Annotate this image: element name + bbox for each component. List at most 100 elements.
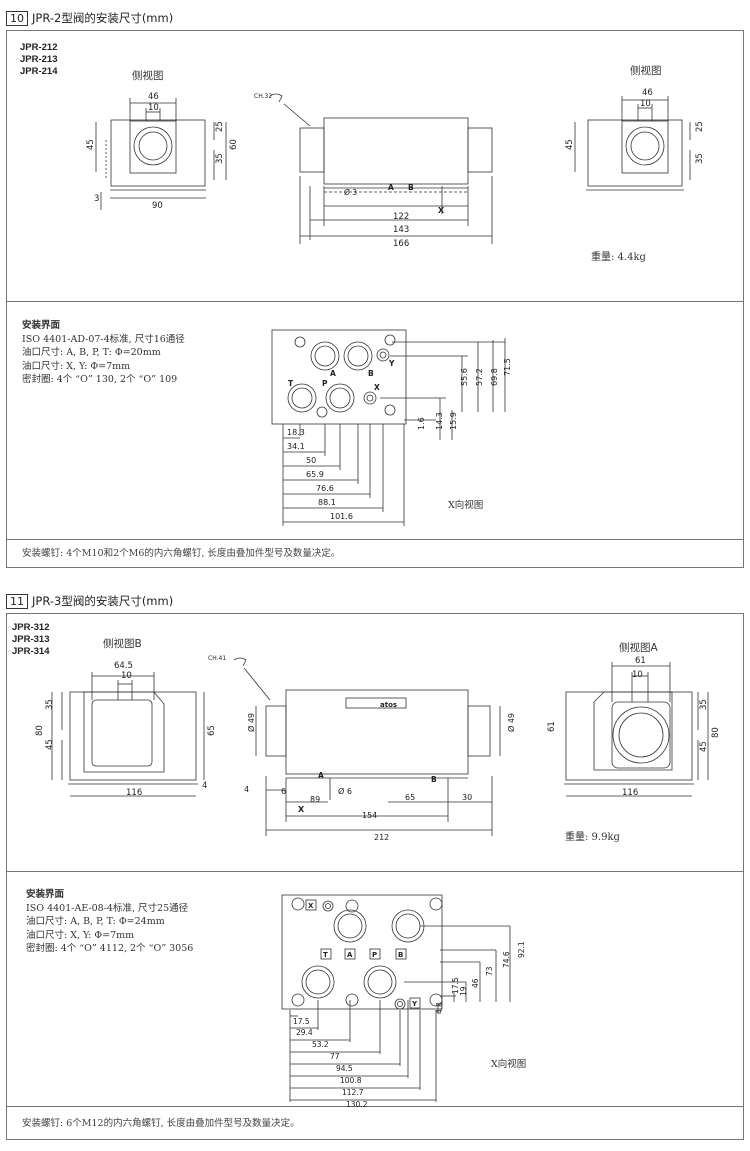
port-a: A xyxy=(347,951,353,959)
dim-89: 89 xyxy=(310,795,320,804)
port-a: A xyxy=(388,183,394,192)
dim-65: 65 xyxy=(207,725,217,736)
port-p: P xyxy=(372,951,377,959)
dim-35: 35 xyxy=(45,699,55,710)
mounting-line: 油口尺寸: X, Y: Φ=7mm xyxy=(22,360,131,372)
vdim: 57.2 xyxy=(475,368,484,386)
dim-122: 122 xyxy=(393,212,409,222)
dim-154: 154 xyxy=(362,811,377,820)
dim-25: 25 xyxy=(695,121,705,132)
wrench-size: CH.32 xyxy=(254,93,272,100)
port-b: B xyxy=(408,183,414,192)
divider xyxy=(7,539,743,540)
dim-80: 80 xyxy=(711,727,721,738)
vdim: 17.5 xyxy=(451,977,460,994)
port-b: B xyxy=(368,369,374,378)
model-list: JPR-212 JPR-213 JPR-214 xyxy=(20,42,58,78)
dim-166: 166 xyxy=(393,239,409,249)
hdim: 112.7 xyxy=(342,1088,364,1097)
vdim: 46 xyxy=(471,978,480,988)
side-view-label: 侧视图 xyxy=(132,70,164,82)
mounting-plate-drawing: X T A P B Y 17.5 29.4 53.2 77 94.5 100.8… xyxy=(281,894,526,1109)
dim-60: 60 xyxy=(229,139,239,150)
dim-d6: Ø 6 xyxy=(338,786,352,796)
hdim: 94.5 xyxy=(336,1064,353,1073)
vdim: 71.5 xyxy=(503,358,512,376)
dim-212: 212 xyxy=(374,833,389,842)
section-10-frame xyxy=(6,30,744,568)
vdim: 74.6 xyxy=(502,951,511,968)
vdim: 55.6 xyxy=(460,368,469,386)
dim-10: 10 xyxy=(640,99,651,109)
vdim: 15.9 xyxy=(449,412,458,430)
dim-d3: Ø 3 xyxy=(344,188,357,197)
port-x: X xyxy=(438,206,445,215)
dim-45: 45 xyxy=(565,139,575,150)
vdim: 73 xyxy=(485,966,494,976)
vdim: 1.6 xyxy=(417,417,426,430)
side-view-drawing-left: 46 10 45 25 60 35 90 3 CH.32 Ø 3 A B X 1… xyxy=(86,88,705,249)
x-view-label: X向视图 xyxy=(491,1059,527,1070)
dim-35: 35 xyxy=(695,153,705,164)
side-views-drawing-jpr3: 64.5 10 35 80 45 65 116 4 CH.41 atos Ø 4… xyxy=(35,655,721,842)
mounting-line: 油口尺寸: A, B, P, T: Φ=20mm xyxy=(22,347,161,358)
port-x: X xyxy=(308,902,314,910)
dim-61: 61 xyxy=(635,656,646,666)
divider xyxy=(7,871,743,872)
side-view-label: 侧视图A xyxy=(619,642,658,654)
dim-4: 4 xyxy=(244,785,249,794)
vdim: 14.3 xyxy=(435,412,444,430)
dim-143: 143 xyxy=(393,225,409,235)
dim-10: 10 xyxy=(148,103,159,113)
dim-3: 3 xyxy=(94,194,99,204)
side-view-label: 侧视图B xyxy=(103,638,142,650)
port-b: B xyxy=(398,951,403,959)
mounting-title: 安装界面 xyxy=(26,889,65,900)
dim-45: 45 xyxy=(86,139,96,150)
wrench-size: CH.41 xyxy=(208,655,226,662)
port-x: X xyxy=(298,805,305,814)
hdim: 76.6 xyxy=(316,484,334,493)
dim-d49: Ø 49 xyxy=(246,713,256,732)
mounting-title: 安装界面 xyxy=(22,320,61,331)
mounting-info: 安装界面 ISO 4401-AD-07-4标准, 尺寸16通径 油口尺寸: A,… xyxy=(22,319,185,387)
hdim: 88.1 xyxy=(318,498,336,507)
dim-30: 30 xyxy=(462,793,472,802)
hdim: 17.5 xyxy=(293,1017,310,1026)
hdim: 65.9 xyxy=(306,470,324,479)
dim-90: 90 xyxy=(152,201,163,211)
dim-46: 46 xyxy=(148,92,159,102)
mounting-line: ISO 4401-AD-07-4标准, 尺寸16通径 xyxy=(22,333,185,345)
vdim: 92.1 xyxy=(517,941,526,958)
dim-65: 65 xyxy=(405,793,415,802)
section-11-frame xyxy=(6,613,744,1140)
dim-35: 35 xyxy=(699,699,709,710)
port-y: Y xyxy=(388,359,395,368)
screws-note: 安装螺钉: 4个M10和2个M6的内六角螺钉, 长度由叠加件型号及数量决定。 xyxy=(22,548,341,559)
mounting-info: 安装界面 ISO 4401-AE-08-4标准, 尺寸25通径 油口尺寸: A,… xyxy=(26,888,193,956)
hdim: 130.2 xyxy=(346,1100,368,1109)
divider xyxy=(7,1106,743,1107)
side-view-label: 侧视图 xyxy=(630,65,662,77)
port-x: X xyxy=(374,383,380,392)
port-p: P xyxy=(322,379,328,388)
mounting-line: 密封圈: 4个 “O” 4112, 2个 “O” 3056 xyxy=(26,943,194,954)
hdim: 34.1 xyxy=(287,442,305,451)
port-a: A xyxy=(330,369,336,378)
vdim: 4.8 xyxy=(435,1002,444,1014)
hdim: 53.2 xyxy=(312,1040,329,1049)
hdim: 29.4 xyxy=(296,1028,313,1037)
dim-80: 80 xyxy=(35,725,45,736)
hdim: 101.6 xyxy=(330,512,353,521)
model-code: JPR-313 xyxy=(12,634,50,645)
dim-4: 4 xyxy=(202,781,207,791)
model-code: JPR-213 xyxy=(20,54,58,65)
dim-64-5: 64.5 xyxy=(114,661,133,671)
dim-61: 61 xyxy=(547,721,557,732)
vdim: 69.8 xyxy=(490,368,499,386)
section-title-text: JPR-2型阀的安装尺寸(mm) xyxy=(32,11,174,25)
model-code: JPR-214 xyxy=(20,66,58,77)
dim-10: 10 xyxy=(632,670,643,680)
port-t: T xyxy=(288,379,294,388)
